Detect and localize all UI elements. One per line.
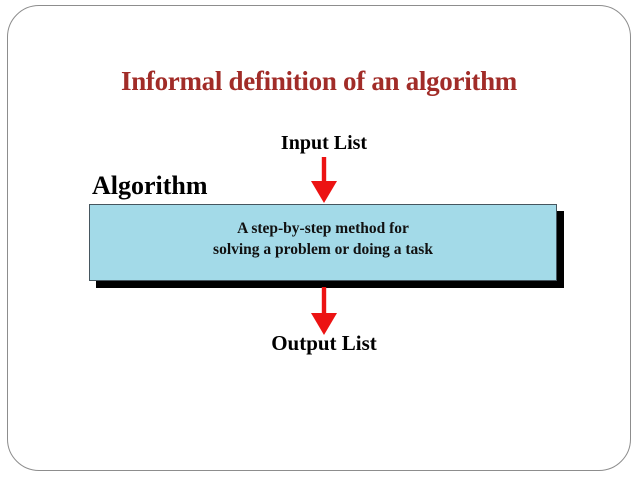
input-list-label: Input List [280,132,368,154]
algorithm-box-text-line-2: solving a problem or doing a task [213,240,433,258]
algorithm-label: Algorithm [92,171,208,200]
algorithm-box-text-line-1: A step-by-step method for [237,219,409,237]
slide-frame: Informal definition of an algorithm Inpu… [7,5,631,471]
output-list-label: Output List [271,331,377,355]
output-down-arrow-icon [311,287,337,335]
algorithm-definition-box: A step-by-step method for solving a prob… [89,204,557,281]
input-down-arrow-icon [311,157,337,203]
slide-title: Informal definition of an algorithm [120,66,517,96]
